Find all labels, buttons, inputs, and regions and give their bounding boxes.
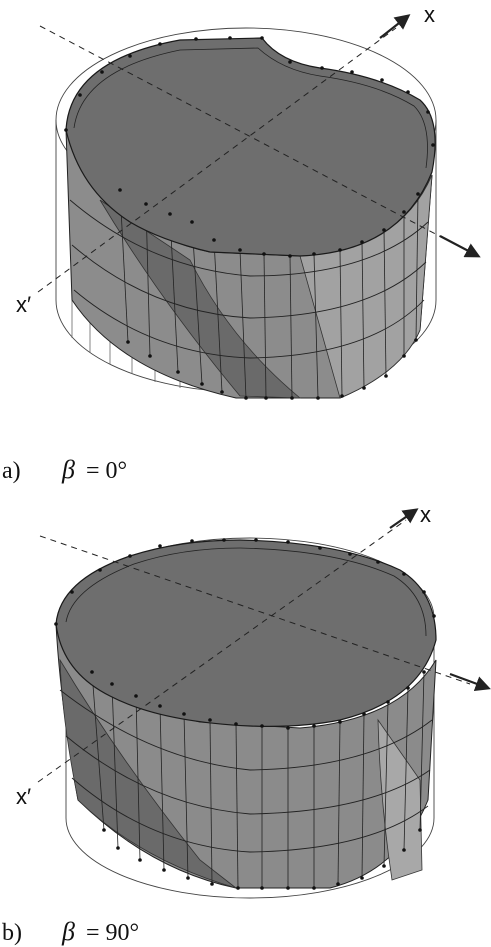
panel-b-xx-arrow bbox=[449, 672, 491, 691]
panel-b-x-arrow bbox=[389, 508, 419, 529]
panel-a-axis-x-prime-label: x′ bbox=[16, 292, 31, 317]
panel-a-shadow-facet bbox=[99, 199, 302, 399]
panel-b-light-facet bbox=[377, 718, 423, 881]
panel-b-top-face bbox=[55, 539, 437, 727]
panel-a-mesh-nodes bbox=[64, 36, 435, 400]
panel-a-top-face bbox=[65, 37, 436, 257]
panel-a-xx-arrow bbox=[439, 235, 481, 258]
panel-a-top-inner-edge bbox=[73, 47, 428, 169]
panel-a-axes bbox=[37, 25, 467, 293]
panel-a-caption-value: = 0° bbox=[86, 458, 127, 484]
panel-b-caption-symbol: β bbox=[61, 917, 75, 946]
panel-b-mesh-verticals bbox=[91, 671, 425, 889]
panel-b-axis-x-label: x bbox=[420, 502, 431, 527]
panel-b-mesh-nodes bbox=[54, 538, 436, 890]
panel-b-mesh-rings bbox=[59, 689, 433, 853]
panel-a: x x′ a) β = 0° bbox=[2, 2, 481, 484]
panel-b: x x′ b) β = 90° bbox=[2, 502, 491, 946]
panel-a-caption-letter: a) bbox=[2, 458, 21, 484]
panel-a-x-arrow bbox=[379, 14, 411, 39]
panel-b-caption-letter: b) bbox=[2, 920, 22, 946]
panel-b-shadow-facet bbox=[59, 658, 237, 889]
panel-b-caption-value: = 90° bbox=[86, 920, 139, 946]
panel-a-caption-symbol: β bbox=[61, 455, 75, 484]
panel-a-axis-x-label: x bbox=[424, 2, 435, 27]
panel-b-axis-x-prime-label: x′ bbox=[16, 784, 31, 809]
panel-b-top-inner-edge bbox=[65, 547, 427, 637]
panel-b-axes bbox=[37, 519, 471, 783]
